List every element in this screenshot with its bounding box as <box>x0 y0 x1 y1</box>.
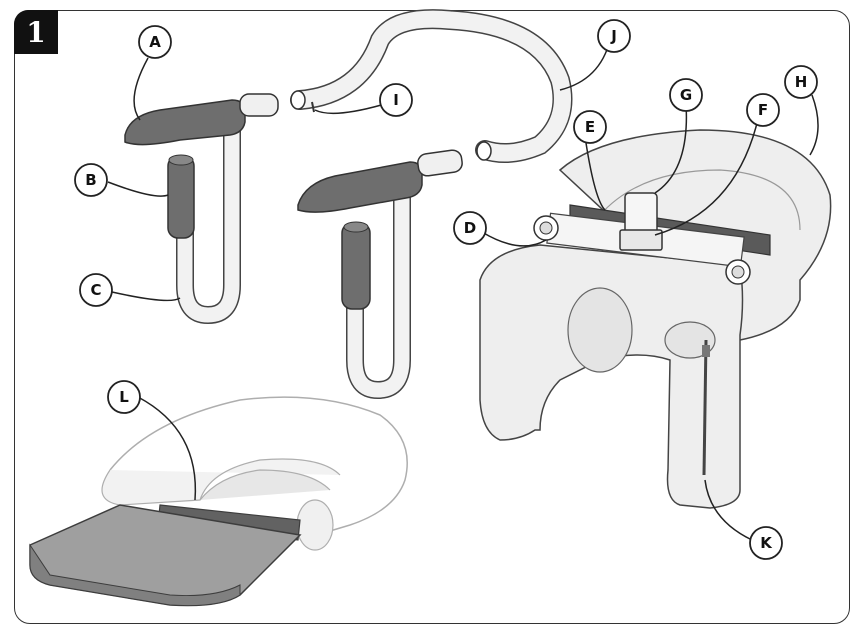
callout-J: J <box>598 20 630 52</box>
svg-text:J: J <box>610 27 617 45</box>
svg-text:B: B <box>85 171 96 189</box>
svg-text:K: K <box>760 534 773 552</box>
leg-hole-left <box>568 288 632 372</box>
callout-K: K <box>750 527 782 559</box>
folded-seat <box>30 397 407 605</box>
callout-B: B <box>75 164 107 196</box>
curved-backrest-bar <box>291 19 563 160</box>
svg-text:L: L <box>119 388 129 406</box>
zipper <box>704 340 706 475</box>
callout-F: F <box>747 94 779 126</box>
svg-text:A: A <box>149 33 161 51</box>
grip-sleeve-left <box>168 156 194 238</box>
svg-text:D: D <box>464 219 476 237</box>
center-clip <box>625 193 657 235</box>
callout-D: D <box>454 212 486 244</box>
svg-text:C: C <box>90 281 101 299</box>
callout-H: H <box>785 66 817 98</box>
grip-sleeve-right <box>342 223 370 309</box>
callout-G: G <box>670 79 702 111</box>
tube-end-right <box>417 149 464 177</box>
svg-text:H: H <box>795 73 808 91</box>
svg-text:G: G <box>680 86 692 104</box>
callout-I: I <box>380 84 412 116</box>
left-side-frame <box>125 94 278 315</box>
seat-assembly <box>480 130 831 508</box>
buckle <box>620 230 662 250</box>
tube-end-left <box>240 94 278 116</box>
svg-text:I: I <box>393 91 399 109</box>
svg-text:E: E <box>585 118 595 136</box>
callout-E: E <box>574 111 606 143</box>
callout-L: L <box>108 381 140 413</box>
svg-text:F: F <box>758 101 768 119</box>
callout-A: A <box>139 26 171 58</box>
right-side-frame <box>298 149 463 390</box>
callout-C: C <box>80 274 112 306</box>
